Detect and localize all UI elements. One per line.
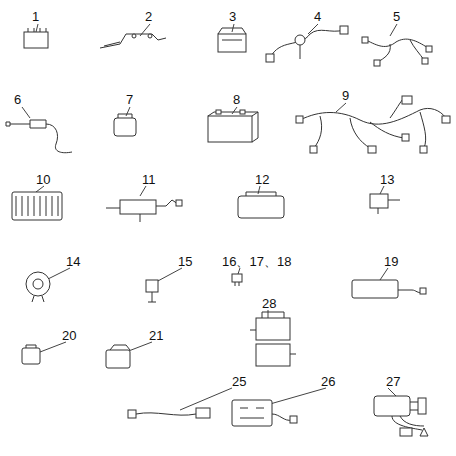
callout-number: 16、17、18 — [222, 255, 291, 268]
callout-number: 20 — [62, 329, 76, 342]
callout-number: 3 — [229, 10, 236, 23]
callout-number: 4 — [314, 10, 321, 23]
callout-number: 14 — [66, 255, 80, 268]
fin-stroke — [28, 196, 29, 216]
callout-number: 6 — [14, 93, 21, 106]
callout-number: 27 — [386, 375, 400, 388]
callout-number: 28 — [262, 297, 276, 310]
callout-number: 11 — [142, 173, 156, 186]
callout-number: 5 — [393, 10, 400, 23]
callout-number: 1 — [32, 10, 39, 23]
callout-number: 9 — [342, 89, 349, 102]
callout-number: 19 — [384, 255, 398, 268]
callout-number: 15 — [178, 255, 192, 268]
callout-number: 8 — [233, 93, 240, 106]
part-drawings — [6, 26, 450, 436]
fin-stroke — [46, 196, 47, 216]
fin-stroke — [58, 196, 59, 216]
leader-lines — [22, 24, 398, 410]
fin-stroke — [52, 196, 53, 216]
fin-stroke — [16, 196, 17, 216]
fin-stroke — [40, 196, 41, 216]
callout-number: 13 — [380, 173, 394, 186]
callout-number: 12 — [255, 173, 269, 186]
callout-number: 2 — [145, 10, 152, 23]
callout-number: 25 — [232, 375, 246, 388]
callout-number: 7 — [126, 93, 133, 106]
fin-stroke — [34, 196, 35, 216]
callout-number: 26 — [321, 375, 335, 388]
fin-stroke — [22, 196, 23, 216]
callout-number: 21 — [149, 329, 163, 342]
callout-number: 10 — [36, 173, 50, 186]
